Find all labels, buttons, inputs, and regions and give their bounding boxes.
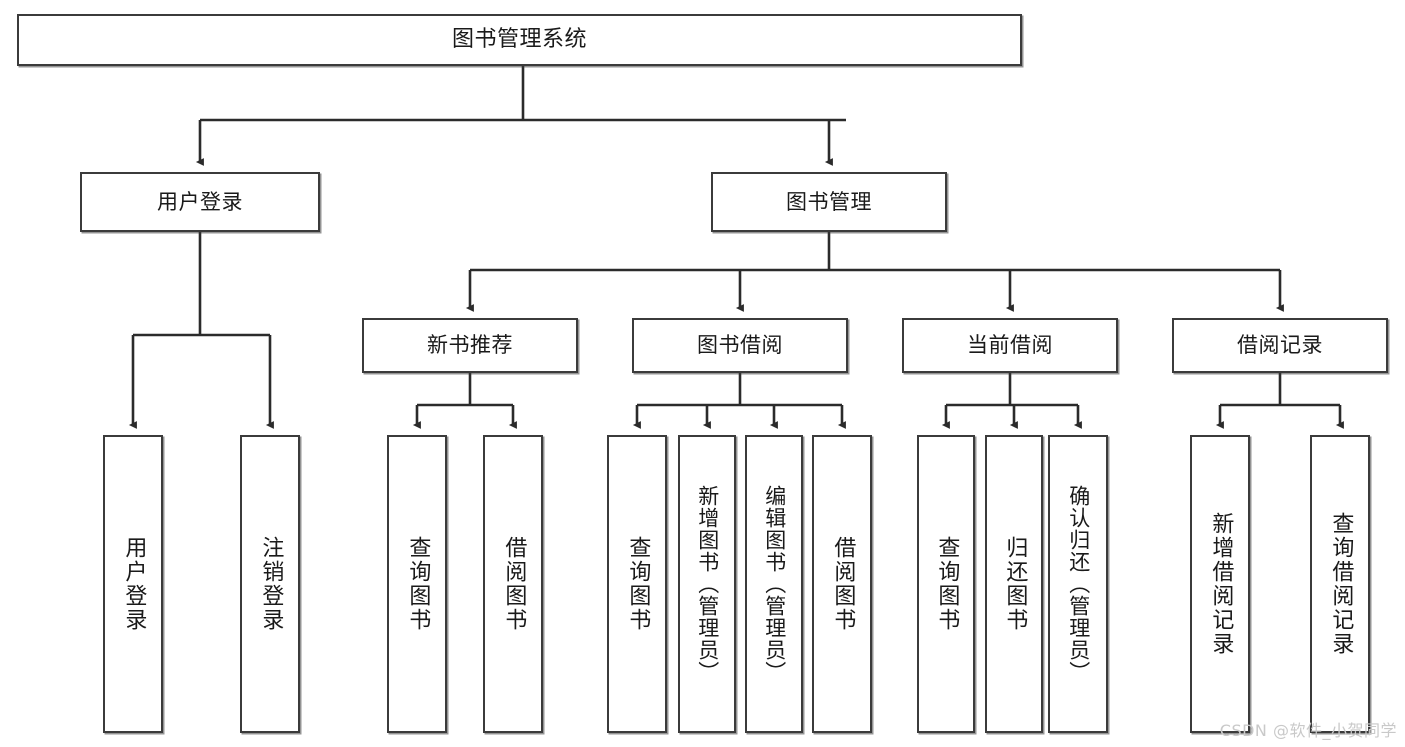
node-label: 借阅图书 xyxy=(830,536,856,632)
node-label: 图书管理 xyxy=(786,189,872,214)
node-borrow-record[interactable]: 借阅记录 xyxy=(1172,318,1388,373)
leaf-user-login[interactable]: 用户登录 xyxy=(103,435,163,733)
leaf-confirm-return-admin[interactable]: 确认归还（管理员） xyxy=(1048,435,1108,733)
node-new-book-recommendation[interactable]: 新书推荐 xyxy=(362,318,578,373)
node-label: 新增借阅记录 xyxy=(1208,512,1234,656)
leaf-add-borrow-record[interactable]: 新增借阅记录 xyxy=(1190,435,1250,733)
node-label: 图书管理系统 xyxy=(451,26,587,52)
node-label: 确认归还（管理员） xyxy=(1066,485,1091,683)
node-label: 图书借阅 xyxy=(697,333,783,358)
node-label: 查询图书 xyxy=(625,536,651,632)
node-label: 注销登录 xyxy=(258,536,284,632)
node-label: 借阅图书 xyxy=(501,536,527,632)
leaf-edit-book-admin[interactable]: 编辑图书（管理员） xyxy=(745,435,803,733)
leaf-query-borrow-record[interactable]: 查询借阅记录 xyxy=(1310,435,1370,733)
node-current-borrow[interactable]: 当前借阅 xyxy=(902,318,1118,373)
node-label: 用户登录 xyxy=(157,189,243,214)
node-user-login[interactable]: 用户登录 xyxy=(80,172,320,232)
node-label: 借阅记录 xyxy=(1237,333,1323,358)
node-label: 查询图书 xyxy=(405,536,431,632)
leaf-query-book-new-rec[interactable]: 查询图书 xyxy=(387,435,447,733)
node-label: 新增图书（管理员） xyxy=(695,485,720,683)
node-label: 新书推荐 xyxy=(427,333,513,358)
node-label: 查询借阅记录 xyxy=(1328,512,1354,656)
leaf-add-book-admin[interactable]: 新增图书（管理员） xyxy=(678,435,736,733)
leaf-query-book-borrow[interactable]: 查询图书 xyxy=(607,435,667,733)
leaf-logout[interactable]: 注销登录 xyxy=(240,435,300,733)
node-label: 当前借阅 xyxy=(967,333,1053,358)
node-book-management[interactable]: 图书管理 xyxy=(711,172,947,232)
node-book-borrow[interactable]: 图书借阅 xyxy=(632,318,848,373)
leaf-query-book-current[interactable]: 查询图书 xyxy=(917,435,975,733)
watermark: CSDN @软件_小贺同学 xyxy=(1219,721,1397,740)
leaf-borrow-book-new-rec[interactable]: 借阅图书 xyxy=(483,435,543,733)
node-label: 用户登录 xyxy=(121,536,147,632)
node-label: 归还图书 xyxy=(1002,536,1028,632)
node-label: 编辑图书（管理员） xyxy=(762,485,787,683)
leaf-borrow-book[interactable]: 借阅图书 xyxy=(812,435,872,733)
node-label: 查询图书 xyxy=(934,536,960,632)
node-root-book-management-system[interactable]: 图书管理系统 xyxy=(17,14,1022,66)
leaf-return-book[interactable]: 归还图书 xyxy=(985,435,1043,733)
